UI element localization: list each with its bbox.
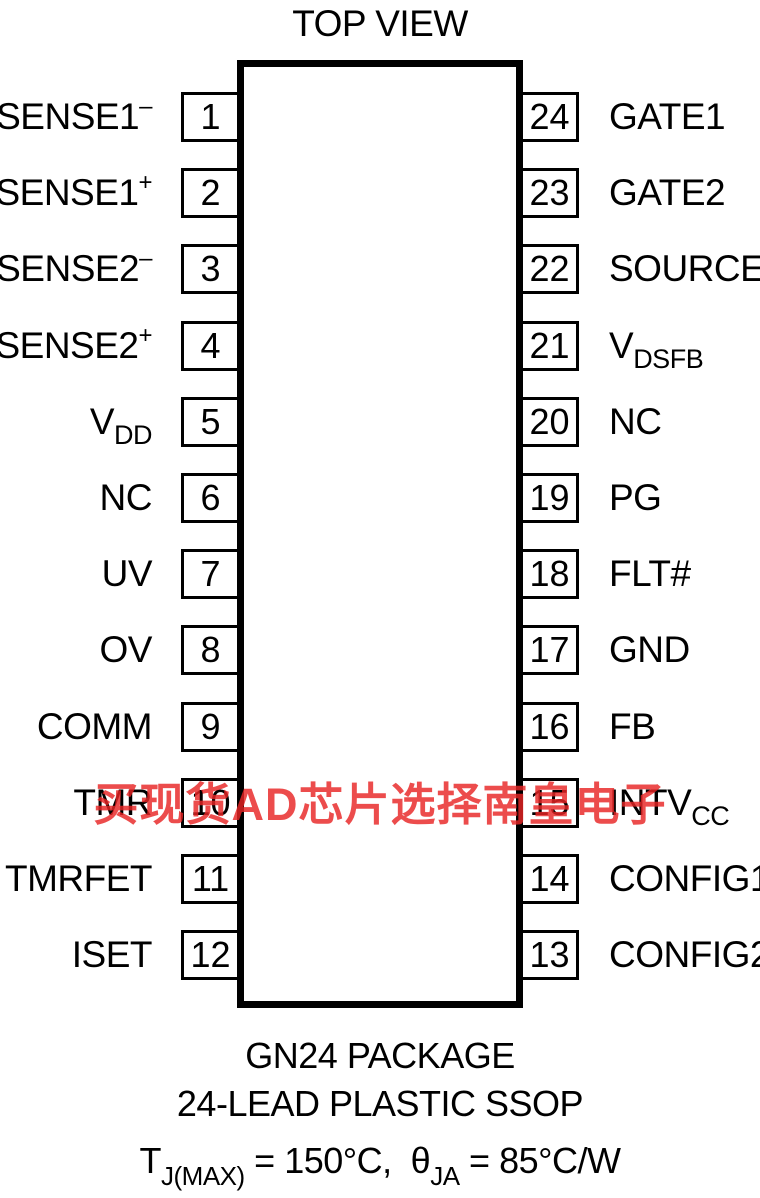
pin-1-label: SENSE1– xyxy=(0,92,152,142)
pin-24-name: GATE1 xyxy=(609,96,726,137)
pin-17-label: GND xyxy=(609,625,690,675)
pin-23-number: 23 xyxy=(523,168,579,218)
pin-10-name: TMR xyxy=(73,782,152,823)
pin-14-name: CONFIG1 xyxy=(609,858,760,899)
pin-6-label: NC xyxy=(99,473,153,523)
pin-21-name: V xyxy=(609,325,634,366)
diagram-title: TOP VIEW xyxy=(292,3,468,44)
pin-18-number: 18 xyxy=(523,549,579,599)
pin-2-label: SENSE1+ xyxy=(0,168,152,218)
tj-subscript: J(MAX) xyxy=(161,1161,245,1191)
pin-19-label: PG xyxy=(609,473,662,523)
pin-13-label: CONFIG2 xyxy=(609,930,760,980)
pin-20-name: NC xyxy=(609,401,662,442)
pin-16-name: FB xyxy=(609,706,656,747)
pin-18-label: FLT# xyxy=(609,549,691,599)
pin-11-name: TMRFET xyxy=(4,858,153,899)
pin-5-label: VDD xyxy=(89,397,153,450)
pin-17-name: GND xyxy=(609,629,690,670)
pin-5-name: V xyxy=(89,401,115,442)
pin-8-name: OV xyxy=(99,629,153,670)
pin-12-number: 12 xyxy=(181,930,237,980)
pin-9-label: COMM xyxy=(36,702,153,752)
pin-3-number: 3 xyxy=(181,244,237,294)
pin-24-number: 24 xyxy=(523,92,579,142)
pin-1-superscript: – xyxy=(139,93,152,120)
pin-19-number: 19 xyxy=(523,473,579,523)
pin-3-name: SENSE2 xyxy=(0,248,140,289)
pin-15-subscript: CC xyxy=(691,801,730,831)
pin-8-label: OV xyxy=(99,625,153,675)
pin-4-number: 4 xyxy=(181,321,237,371)
pin-2-number: 2 xyxy=(181,168,237,218)
pin-16-number: 16 xyxy=(523,702,579,752)
pin-13-number: 13 xyxy=(523,930,579,980)
pin-5-subscript: DD xyxy=(114,420,153,450)
theta-subscript: JA xyxy=(430,1161,460,1191)
theta-symbol: θ xyxy=(410,1140,431,1181)
pin-4-superscript: + xyxy=(138,322,152,349)
pin-15-label: INTVCC xyxy=(609,778,730,831)
pin-10-label: TMR xyxy=(73,778,152,828)
ic-package-body xyxy=(237,60,523,1008)
pin-20-label: NC xyxy=(609,397,662,447)
pin-24-label: GATE1 xyxy=(609,92,726,142)
pin-3-label: SENSE2– xyxy=(0,244,152,294)
pin-12-name: ISET xyxy=(71,934,153,975)
pin-2-superscript: + xyxy=(138,169,152,196)
watermark-text: 买现货AD芯片选择南皇电子 xyxy=(93,779,667,830)
pin-6-number: 6 xyxy=(181,473,237,523)
pin-13-name: CONFIG2 xyxy=(609,934,760,975)
pin-7-name: UV xyxy=(101,553,153,594)
pin-16-label: FB xyxy=(609,702,656,752)
tj-value: = 150°C, xyxy=(244,1140,411,1181)
pin-19-name: PG xyxy=(609,477,662,518)
pin-11-label: TMRFET xyxy=(4,854,153,904)
pin-14-label: CONFIG1 xyxy=(609,854,760,904)
pin-4-name: SENSE2 xyxy=(0,325,139,366)
pin-21-number: 21 xyxy=(523,321,579,371)
thermal-specs: TJ(MAX) = 150°C, θJA = 85°C/W xyxy=(0,1140,760,1191)
pin-23-name: GATE2 xyxy=(609,172,726,213)
pin-22-number: 22 xyxy=(523,244,579,294)
pin-11-number: 11 xyxy=(181,854,237,904)
pin-15-number: 15 xyxy=(523,778,579,828)
pin-20-number: 20 xyxy=(523,397,579,447)
pin-8-number: 8 xyxy=(181,625,237,675)
pin-18-name: FLT# xyxy=(609,553,691,594)
pin-9-name: COMM xyxy=(36,706,153,747)
pin-7-number: 7 xyxy=(181,549,237,599)
pin-2-name: SENSE1 xyxy=(0,172,139,213)
pin-15-name: INTV xyxy=(609,782,692,823)
pin-14-number: 14 xyxy=(523,854,579,904)
pin-1-number: 1 xyxy=(181,92,237,142)
pin-9-number: 9 xyxy=(181,702,237,752)
pin-12-label: ISET xyxy=(71,930,153,980)
pin-5-number: 5 xyxy=(181,397,237,447)
pin-7-label: UV xyxy=(101,549,153,599)
pin-1-name: SENSE1 xyxy=(0,96,140,137)
pin-21-subscript: DSFB xyxy=(633,344,704,374)
pin-6-name: NC xyxy=(99,477,153,518)
pin-22-label: SOURCE xyxy=(609,244,760,294)
pin-4-label: SENSE2+ xyxy=(0,321,152,371)
pin-21-label: VDSFB xyxy=(609,321,704,374)
pin-10-number: 10 xyxy=(181,778,237,828)
tj-symbol: T xyxy=(139,1140,162,1181)
pin-17-number: 17 xyxy=(523,625,579,675)
package-name: GN24 PACKAGE xyxy=(245,1035,515,1076)
pin-22-name: SOURCE xyxy=(609,248,760,289)
pin-3-superscript: – xyxy=(139,245,152,272)
package-description: 24-LEAD PLASTIC SSOP xyxy=(176,1083,584,1124)
theta-value: = 85°C/W xyxy=(459,1140,621,1181)
pin-23-label: GATE2 xyxy=(609,168,726,218)
